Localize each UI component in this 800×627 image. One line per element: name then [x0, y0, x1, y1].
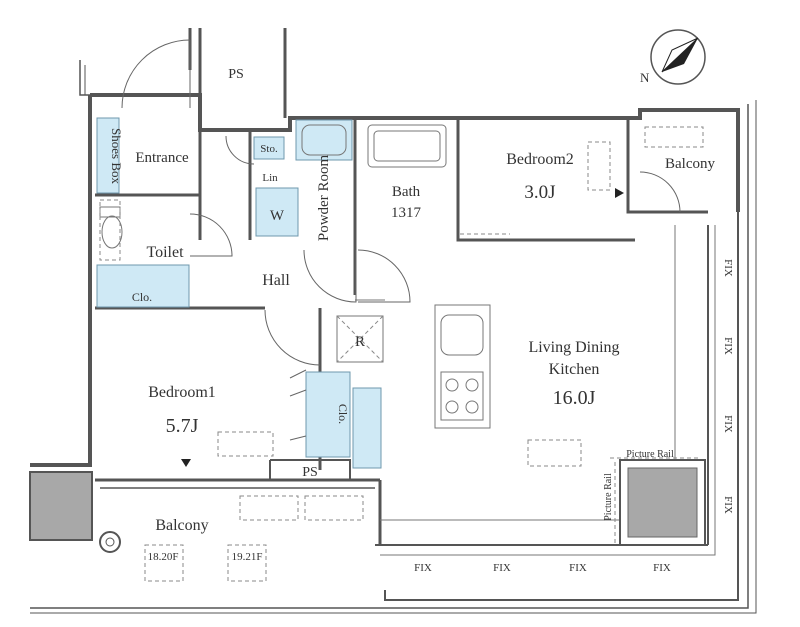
shoes-box-fixture	[96, 117, 120, 194]
r-label: R	[355, 334, 365, 350]
bathtub-icon	[367, 124, 447, 168]
bath-size-label: 1317	[391, 205, 422, 221]
dashed-box	[239, 495, 299, 521]
dashed-box	[227, 544, 267, 582]
balcony-right-label: Balcony	[665, 156, 715, 172]
entrance-label: Entrance	[135, 150, 189, 166]
fix-label: FIX	[569, 562, 587, 574]
fix-label: FIX	[722, 496, 734, 514]
toilet-icon	[101, 215, 123, 249]
burner-icon	[465, 400, 479, 414]
fix-label: FIX	[722, 337, 734, 355]
fridge-cross	[336, 315, 384, 363]
bathtub-inner-icon	[373, 130, 441, 162]
burner-icon	[445, 400, 459, 414]
picture-rail-side-label: Picture Rail	[603, 473, 614, 521]
dashed-box	[304, 495, 364, 521]
ac-unit-right	[627, 467, 698, 538]
door-closet	[289, 369, 307, 441]
picture-rail-top-label: Picture Rail	[626, 449, 674, 460]
ps-label-top: PS	[228, 67, 244, 82]
bath-label: Bath	[392, 184, 421, 200]
drain-inner-icon	[105, 537, 115, 547]
outer-walls	[30, 28, 757, 614]
dashed-box	[99, 199, 121, 261]
door-entrance	[121, 39, 191, 109]
fix-label: FIX	[493, 562, 511, 574]
burner-icon	[445, 378, 459, 392]
stove-icon	[440, 371, 484, 421]
dashed-box	[644, 126, 704, 148]
balcony-bottom-label: Balcony	[155, 517, 208, 534]
door-bath	[357, 249, 411, 303]
kitchen-island	[434, 304, 491, 429]
bedroom2-size-label: 3.0J	[524, 182, 555, 203]
arrow-icon	[615, 188, 624, 198]
bedroom1-label: Bedroom1	[148, 384, 216, 401]
bedroom1-size-label: 5.7J	[166, 415, 199, 437]
door-powder	[225, 135, 255, 165]
door-balcony-right	[639, 171, 681, 213]
sto-fixture	[253, 136, 285, 160]
floor-b-label: 19.21F	[232, 551, 263, 563]
bedroom2-label: Bedroom2	[506, 151, 574, 168]
equipment	[29, 124, 706, 553]
lin-label: Lin	[262, 172, 278, 184]
ac-unit-left	[29, 471, 93, 541]
burner-icon	[465, 378, 479, 392]
fix-label: FIX	[414, 562, 432, 574]
dashed-box	[587, 141, 611, 191]
door-hall	[303, 249, 357, 303]
fix-label: FIX	[722, 259, 734, 277]
shoes-box-label: Shoes Box	[109, 128, 124, 184]
closet-center-fixture	[305, 371, 351, 458]
fridge-box	[336, 315, 384, 363]
closet-left-fixture	[96, 264, 190, 308]
washer-fixture	[255, 187, 299, 237]
labels: PS Shoes Box Entrance Sto. Lin W Powder …	[109, 67, 734, 574]
clo-left-label: Clo.	[132, 290, 152, 304]
hall-label: Hall	[262, 272, 290, 289]
ldk-label-line1: Living Dining	[528, 339, 619, 356]
dashed-box	[144, 544, 184, 582]
compass-needle-outline-icon	[661, 37, 699, 73]
door-bedroom1	[264, 309, 321, 366]
sink-icon	[301, 124, 347, 156]
compass-label: N	[640, 70, 650, 85]
compass: N	[640, 29, 706, 85]
w-label: W	[270, 208, 285, 224]
ldk-label-line2: Kitchen	[549, 361, 600, 378]
vanity-fixture	[295, 119, 353, 161]
fix-label: FIX	[653, 562, 671, 574]
powder-room-label: Powder Room	[316, 155, 332, 242]
kitchen-sink-icon	[440, 314, 484, 356]
drain-icon	[99, 531, 121, 553]
door-toilet	[189, 213, 233, 257]
closet-center-right-fixture	[352, 387, 382, 469]
ldk-size-label: 16.0J	[553, 387, 596, 409]
toilet-tank-icon	[99, 206, 121, 218]
ps-label-bottom: PS	[302, 465, 318, 480]
toilet-label: Toilet	[146, 244, 184, 261]
fix-label: FIX	[722, 415, 734, 433]
arrow-icon	[181, 459, 191, 467]
doors	[121, 39, 681, 441]
dashed-box	[217, 431, 274, 457]
dashed-items	[99, 126, 704, 582]
clo-center-label: Clo.	[336, 404, 350, 424]
sto-label: Sto.	[260, 143, 278, 155]
floor-a-label: 18.20F	[148, 551, 179, 563]
dashed-box	[527, 439, 582, 467]
